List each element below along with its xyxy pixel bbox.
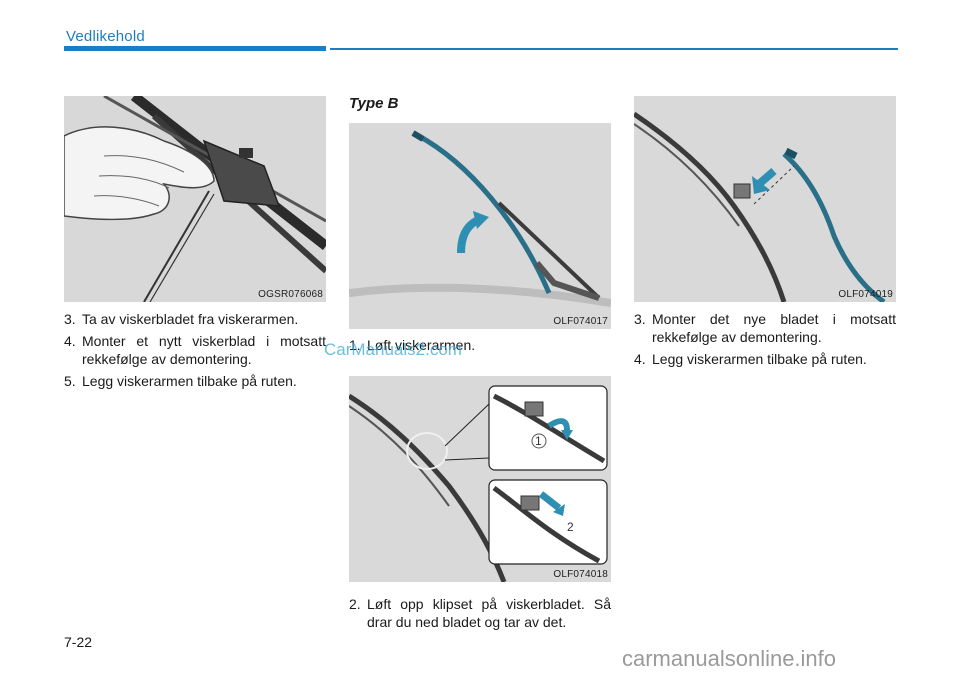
step-item: 1. Løft viskerarmen. (349, 336, 611, 354)
section-title: Vedlikehold (66, 28, 145, 45)
figure-release-clip: 1 2 OLF074018 (349, 376, 611, 582)
footer-watermark: carmanualsonline.info (622, 646, 837, 671)
callout-2: 2 (567, 520, 574, 534)
right-steps: 3. Monter det nye bladet i motsatt rekke… (634, 310, 896, 372)
step-number: 1. (349, 337, 361, 353)
step-number: 3. (64, 311, 76, 327)
page-number: 7-22 (64, 634, 93, 650)
step-item: 4. Legg viskerarmen tilbake på ruten. (634, 350, 896, 368)
step-number: 4. (64, 333, 76, 349)
wiper-lift-illustration (349, 123, 611, 329)
figure-code: OLF074019 (838, 289, 893, 300)
step-item: 2. Løft opp klipset på viskerbladet. Så … (349, 595, 611, 631)
figure-install-blade: OLF074019 (634, 96, 896, 302)
middle-step-1: 1. Løft viskerarmen. (349, 336, 611, 358)
step-number: 5. (64, 373, 76, 389)
step-text: Monter det nye bladet i motsatt rekkeføl… (652, 311, 896, 345)
figure-code: OLF074017 (553, 316, 608, 327)
figure-remove-blade: OGSR076068 (64, 96, 326, 302)
step-text: Legg viskerarmen tilbake på ruten. (652, 351, 867, 367)
callout-1: 1 (535, 434, 542, 448)
step-item: 3. Ta av viskerbladet fra viskerarmen. (64, 310, 326, 328)
wiper-clip-illustration (349, 376, 611, 582)
wiper-install-illustration (634, 96, 896, 302)
step-item: 3. Monter det nye bladet i motsatt rekke… (634, 310, 896, 346)
wiper-hand-illustration (64, 96, 326, 302)
middle-step-2: 2. Løft opp klipset på viskerbladet. Så … (349, 595, 611, 635)
header-rule (330, 48, 898, 50)
step-text: Ta av viskerbladet fra viskerarmen. (82, 311, 299, 327)
figure-code: OGSR076068 (258, 289, 323, 300)
figure-code: OLF074018 (553, 569, 608, 580)
step-number: 4. (634, 351, 646, 367)
overlay-watermark: CarManuals2.com (324, 340, 462, 359)
step-text: Monter et nytt viskerblad i motsatt rekk… (82, 333, 326, 367)
step-item: 5. Legg viskerarmen tilbake på ruten. (64, 372, 326, 390)
type-heading: Type B (349, 95, 399, 112)
step-number: 3. (634, 311, 646, 327)
step-item: 4. Monter et nytt viskerblad i motsatt r… (64, 332, 326, 368)
left-steps: 3. Ta av viskerbladet fra viskerarmen. 4… (64, 310, 326, 394)
header-accent-bar (64, 46, 326, 51)
step-text: Legg viskerarmen tilbake på ruten. (82, 373, 297, 389)
step-number: 2. (349, 596, 361, 612)
step-text: Løft viskerarmen. (367, 337, 476, 353)
figure-lift-arm: OLF074017 (349, 123, 611, 329)
step-text: Løft opp klipset på viskerbladet. Så dra… (367, 596, 611, 630)
